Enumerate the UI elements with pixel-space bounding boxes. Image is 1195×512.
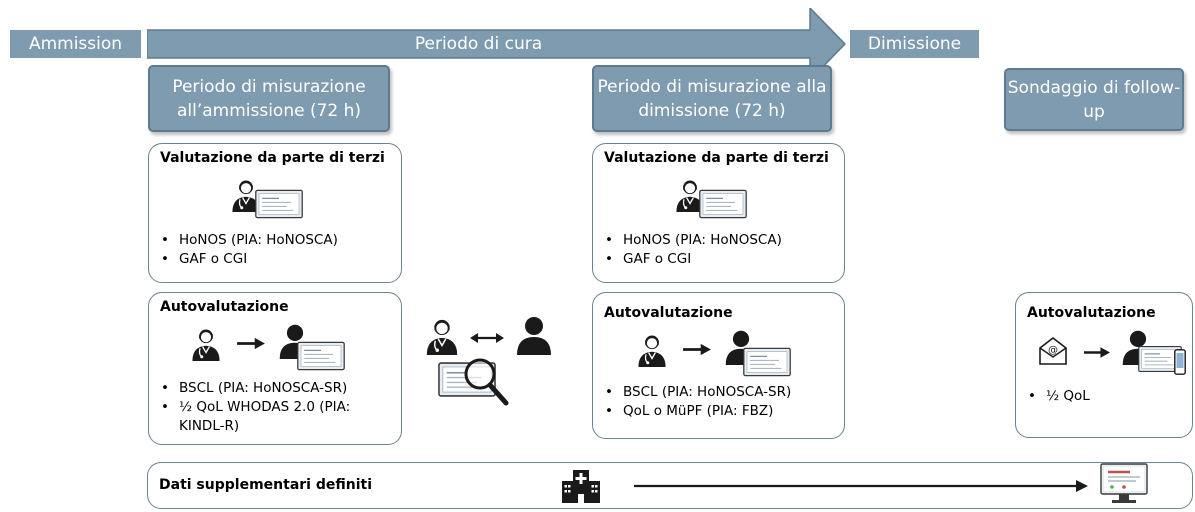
card-title: Autovalutazione <box>1027 305 1156 321</box>
clipboard-icon <box>699 189 747 219</box>
card-self-assessment-admission: Autovalutazione BSCL (PIA: HoNOSCA-SR) ½… <box>148 292 402 445</box>
phase-admission: Periodo di misurazione all’ammissione (7… <box>148 65 390 132</box>
list-item: HoNOS (PIA: HoNOSCA) <box>161 231 338 250</box>
arrow-right-icon <box>683 343 711 356</box>
list-item: HoNOS (PIA: HoNOSCA) <box>605 231 782 250</box>
list-item: GAF o CGI <box>161 250 338 269</box>
doctor-icon <box>189 327 223 361</box>
arrow-right-icon <box>1084 346 1110 359</box>
clipboard-icon <box>743 347 791 377</box>
doctor-icon <box>423 317 461 355</box>
phase-follow-up: Sondaggio di follow-up <box>1004 68 1184 131</box>
smartphone-icon <box>1174 349 1186 375</box>
card-title: Valutazione da parte di terzi <box>160 150 385 166</box>
list-item: BSCL (PIA: HoNOSCA-SR) <box>605 383 791 402</box>
doctor-icon <box>635 333 669 367</box>
card-title: Autovalutazione <box>604 305 733 321</box>
monitor-icon <box>1100 463 1148 503</box>
admission-label: Ammission <box>10 30 141 58</box>
clipboard-icon <box>297 341 345 371</box>
list-item: QoL o MüPF (PIA: FBZ) <box>605 402 791 421</box>
list-item: ½ QoL <box>1028 387 1090 406</box>
hospital-icon <box>562 470 600 503</box>
card-self-assessment-follow-up: Autovalutazione @ ½ QoL <box>1015 292 1193 438</box>
card-title: Valutazione da parte di terzi <box>604 150 829 166</box>
phase-discharge: Periodo di misurazione alla dimissione (… <box>592 65 832 132</box>
discharge-label: Dimissione <box>850 30 979 58</box>
timeline-arrow-icon <box>634 480 1088 492</box>
double-arrow-icon <box>470 333 504 343</box>
patient-icon <box>514 315 554 355</box>
clipboard-icon <box>255 189 303 219</box>
care-period-arrow <box>147 8 847 80</box>
supplementary-label: Dati supplementari definiti <box>159 477 372 493</box>
supplementary-data-bar: Dati supplementari definiti <box>147 462 1193 509</box>
magnifier-icon <box>464 358 509 406</box>
email-icon: @ <box>1039 336 1067 365</box>
svg-text:@: @ <box>1048 345 1058 356</box>
care-period-label: Periodo di cura <box>414 34 543 54</box>
list-item: BSCL (PIA: HoNOSCA-SR) <box>161 379 389 398</box>
arrow-right-icon <box>237 337 265 350</box>
card-title: Autovalutazione <box>160 299 289 315</box>
card-self-assessment-discharge: Autovalutazione BSCL (PIA: HoNOSCA-SR) Q… <box>592 292 845 439</box>
list-item: GAF o CGI <box>605 250 782 269</box>
card-third-party-admission: Valutazione da parte di terzi HoNOS (PIA… <box>148 143 402 283</box>
list-item: ½ QoL WHODAS 2.0 (PIA: KINDL-R) <box>161 398 389 436</box>
card-third-party-discharge: Valutazione da parte di terzi HoNOS (PIA… <box>592 143 845 283</box>
